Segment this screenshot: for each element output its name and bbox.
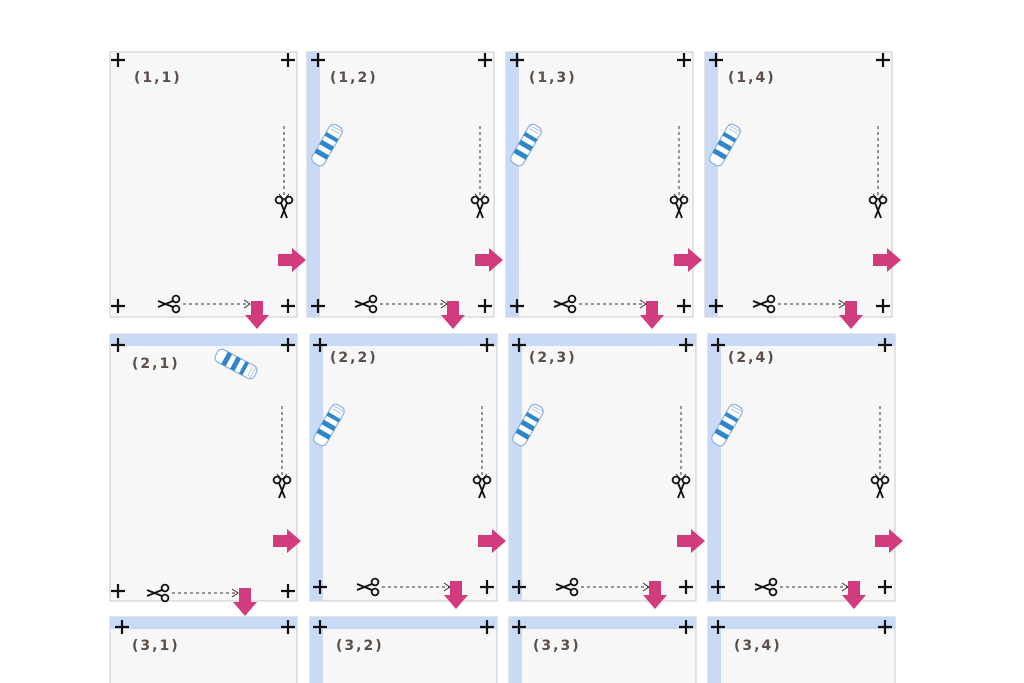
sheet-label: (3,3) [533, 638, 581, 654]
sheet-3-2: (3,2) [309, 616, 498, 683]
sheet-2-1: (2,1) [109, 333, 301, 616]
sheet-2-3: (2,3) [508, 333, 705, 609]
sheet-label: (2,1) [132, 356, 180, 372]
sheet-1-1: (1,1) [109, 51, 306, 329]
sheet-1-3: (1,3) [505, 51, 702, 329]
sheet-label: (1,1) [134, 70, 182, 86]
sheet-label: (1,4) [728, 70, 776, 86]
sheet-label: (2,4) [728, 350, 776, 366]
sheet-label: (1,3) [529, 70, 577, 86]
sheet-label: (2,2) [330, 350, 378, 366]
sheet-1-4: (1,4) [704, 51, 901, 329]
sheet-2-4: (2,4) [707, 333, 903, 609]
sheet-3-4: (3,4) [707, 616, 896, 683]
sheet-3-1: (3,1) [109, 616, 298, 683]
sheet-label: (3,2) [336, 638, 384, 654]
sheet-2-2: (2,2) [309, 333, 506, 609]
sheet-3-3: (3,3) [508, 616, 697, 683]
sheet-label: (3,1) [132, 638, 180, 654]
sheet-label: (3,4) [734, 638, 782, 654]
sheet-1-2: (1,2) [306, 51, 503, 329]
sheet-label: (1,2) [330, 70, 378, 86]
sheet-label: (2,3) [529, 350, 577, 366]
